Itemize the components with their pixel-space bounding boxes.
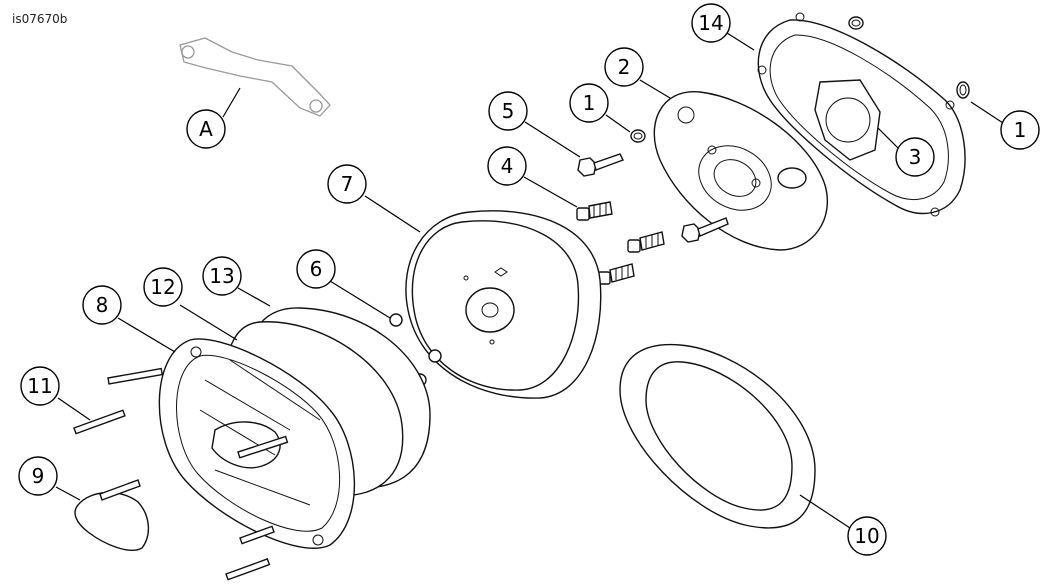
badge-part-9 — [74, 479, 149, 551]
callout-label: 10 — [854, 524, 879, 548]
callout-12: 12 — [143, 267, 183, 307]
filter-element-part-7 — [405, 210, 602, 399]
callout-a: A — [186, 109, 226, 149]
inner-gasket-part-3 — [814, 79, 881, 161]
callout-4: 4 — [487, 146, 527, 186]
callout-label: 2 — [618, 55, 631, 79]
callout-1: 1 — [569, 83, 609, 123]
callout-label: 11 — [27, 374, 52, 398]
callout-6: 6 — [296, 249, 336, 289]
foam-filter-part-10 — [619, 343, 816, 529]
callout-9: 9 — [18, 456, 58, 496]
callout-label: 12 — [150, 275, 175, 299]
o-ring-part-1 — [848, 16, 864, 30]
callout-10: 10 — [847, 516, 887, 556]
cover-part-8 — [158, 338, 356, 549]
leader-lines — [55, 32, 1004, 529]
callout-label: 5 — [502, 99, 515, 123]
o-ring-part-1 — [956, 81, 970, 99]
callout-13: 13 — [202, 256, 242, 296]
bolt-part-11 — [73, 367, 289, 581]
o-ring-part-1 — [630, 129, 646, 143]
bolt-part-5 — [577, 153, 624, 177]
bracket-part-a — [179, 37, 331, 117]
callout-label: 14 — [698, 11, 723, 35]
callout-1: 1 — [1000, 110, 1040, 150]
callout-label: 3 — [909, 145, 922, 169]
callout-label: A — [199, 117, 213, 141]
callout-3: 3 — [895, 137, 935, 177]
figure-id: is07670b — [12, 12, 68, 26]
callout-11: 11 — [20, 366, 60, 406]
callout-7: 7 — [327, 164, 367, 204]
callout-2: 2 — [604, 47, 644, 87]
breather-fitting — [627, 231, 665, 253]
callout-label: 13 — [209, 264, 234, 288]
backplate-part-2 — [653, 91, 829, 251]
callout-label: 1 — [583, 91, 596, 115]
callout-label: 6 — [310, 257, 323, 281]
callout-8: 8 — [82, 285, 122, 325]
callout-5: 5 — [488, 91, 528, 131]
callout-label: 9 — [32, 464, 45, 488]
breather-fitting — [597, 263, 635, 285]
callout-label: 7 — [341, 172, 354, 196]
callout-14: 14 — [691, 3, 731, 43]
callout-label: 4 — [501, 154, 514, 178]
callout-label: 1 — [1014, 118, 1027, 142]
breather-fitting-part-4 — [576, 201, 613, 221]
callout-label: 8 — [96, 293, 109, 317]
bolt-part — [681, 217, 729, 243]
